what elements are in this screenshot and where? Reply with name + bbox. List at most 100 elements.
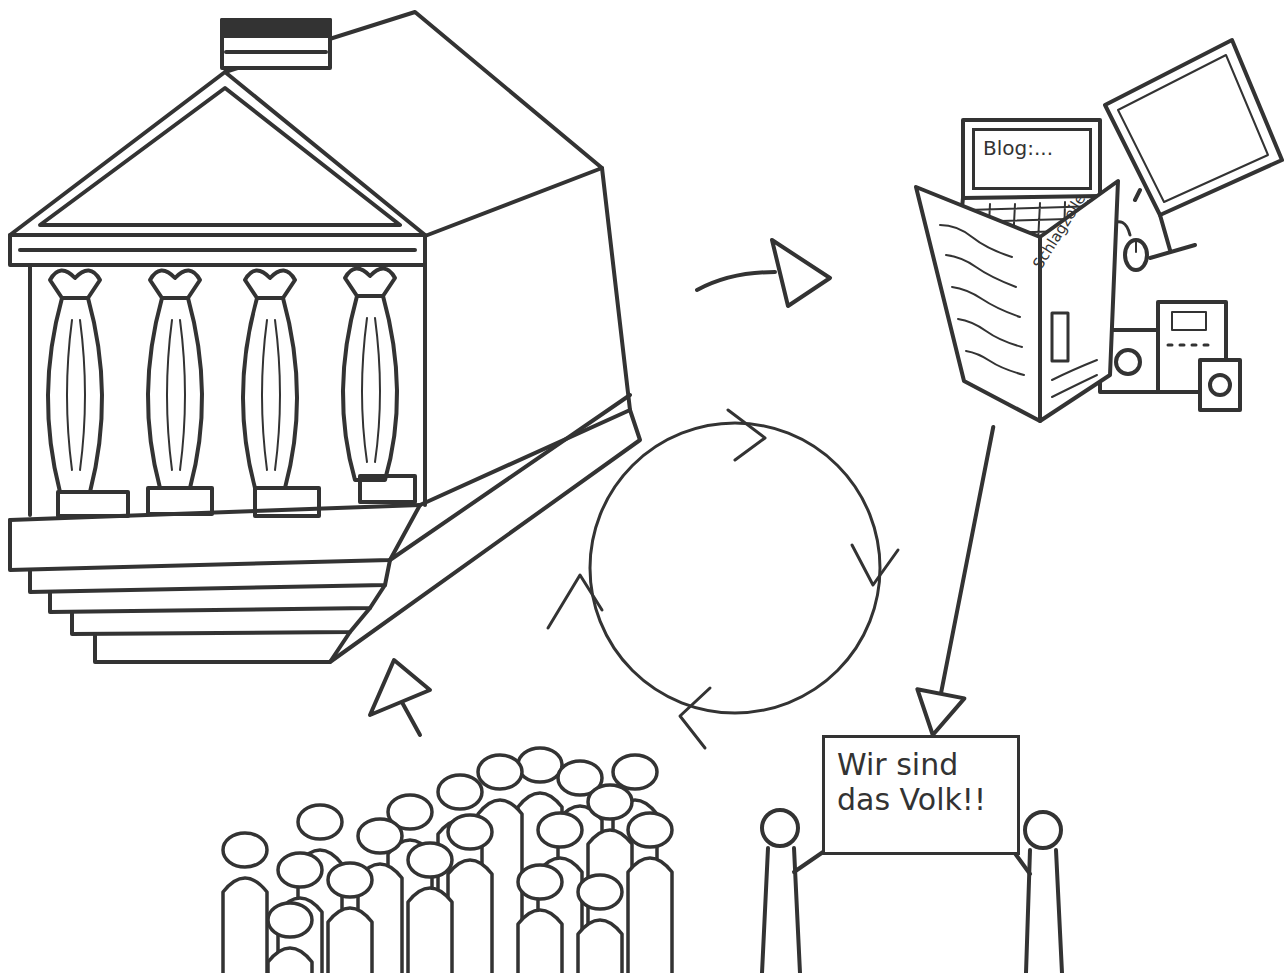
person-body [628, 858, 672, 973]
mouse-body [1125, 240, 1147, 270]
protester-head [1025, 812, 1061, 848]
person [518, 865, 562, 973]
capital [345, 268, 395, 296]
person-head [448, 815, 492, 849]
step [50, 585, 385, 612]
entablature [10, 235, 425, 265]
node-text: Blog:... [983, 137, 1081, 160]
base [58, 492, 128, 516]
protester-head [762, 810, 798, 846]
base [360, 476, 415, 502]
shaft-line [262, 320, 280, 470]
speaker [1210, 375, 1230, 395]
person-head [578, 875, 622, 909]
capital [245, 270, 295, 298]
pediment [10, 72, 425, 235]
flag-cloth [222, 20, 330, 68]
column [243, 270, 319, 516]
person [628, 813, 672, 973]
person-head [408, 843, 452, 877]
person-head [268, 903, 312, 937]
flow-arrow [370, 660, 430, 735]
person-head [278, 853, 322, 887]
laptop-lid [963, 120, 1100, 198]
protester-body [1026, 850, 1062, 973]
base [148, 488, 212, 514]
person [328, 863, 372, 973]
laptop-screen: Blog:... [972, 128, 1092, 190]
shaft [148, 298, 202, 488]
protester-body [762, 848, 800, 973]
person [223, 833, 267, 973]
parliament-building [10, 12, 640, 662]
column [148, 270, 212, 514]
radio-buttons [1168, 344, 1208, 347]
flag-band [222, 20, 330, 36]
shaft [48, 298, 102, 492]
arrow-head [917, 689, 964, 735]
newspaper-page [916, 187, 1040, 421]
shaft-line [167, 320, 185, 470]
step [72, 608, 370, 634]
person-body [578, 920, 622, 973]
flow-arrow [697, 240, 830, 306]
radio [1100, 302, 1240, 410]
text-lines [1052, 360, 1097, 397]
person-head [328, 863, 372, 897]
step [30, 560, 390, 592]
shaft-line [67, 320, 85, 470]
person-head [223, 833, 267, 867]
person-body [328, 908, 372, 973]
front-edge [423, 265, 427, 505]
person-head [613, 755, 657, 789]
mouse-line [1135, 242, 1137, 252]
shaft-line [362, 318, 380, 462]
column [48, 270, 128, 516]
capital [150, 270, 200, 298]
cycle-arrow [728, 410, 765, 460]
capital [50, 270, 100, 298]
shaft [343, 296, 397, 480]
person [578, 875, 622, 973]
protester [1014, 812, 1062, 973]
arrow-head [370, 660, 430, 715]
node-text: Wir sind das Volk!! [837, 748, 1005, 817]
monitor [1105, 40, 1282, 258]
person-body [268, 948, 312, 973]
cycle-arrow [852, 545, 898, 585]
person [448, 815, 492, 973]
protester-arm [1014, 852, 1030, 874]
person [408, 843, 452, 973]
person-head [358, 819, 402, 853]
person-head [478, 755, 522, 789]
person-body [408, 888, 452, 973]
shaft [243, 298, 297, 488]
front-edge [28, 265, 32, 515]
crowd [223, 748, 672, 973]
arrow-shaft [697, 272, 775, 290]
person-head [518, 748, 562, 782]
person-head [588, 785, 632, 819]
protest-sign: Wir sind das Volk!! [822, 735, 1020, 855]
entablature-line [20, 248, 415, 252]
flag [222, 20, 330, 68]
cycle-arrow [680, 688, 710, 748]
monitor-screen [1105, 40, 1282, 215]
speaker-box [1200, 360, 1240, 410]
newspaper-outline [912, 175, 1124, 427]
person-head [538, 813, 582, 847]
cycle-symbol [548, 410, 898, 748]
person-head [298, 805, 342, 839]
flow-connector [917, 427, 993, 735]
pediment-inner [40, 88, 400, 225]
cycle-circle [590, 423, 880, 713]
flag-band-line [226, 50, 326, 54]
person [268, 903, 312, 973]
person-body [223, 878, 267, 973]
base [255, 488, 319, 516]
person-head [438, 775, 482, 809]
side-wall [420, 168, 630, 505]
speaker [1116, 350, 1140, 374]
step [95, 632, 350, 662]
cycle-arrow [548, 575, 602, 628]
